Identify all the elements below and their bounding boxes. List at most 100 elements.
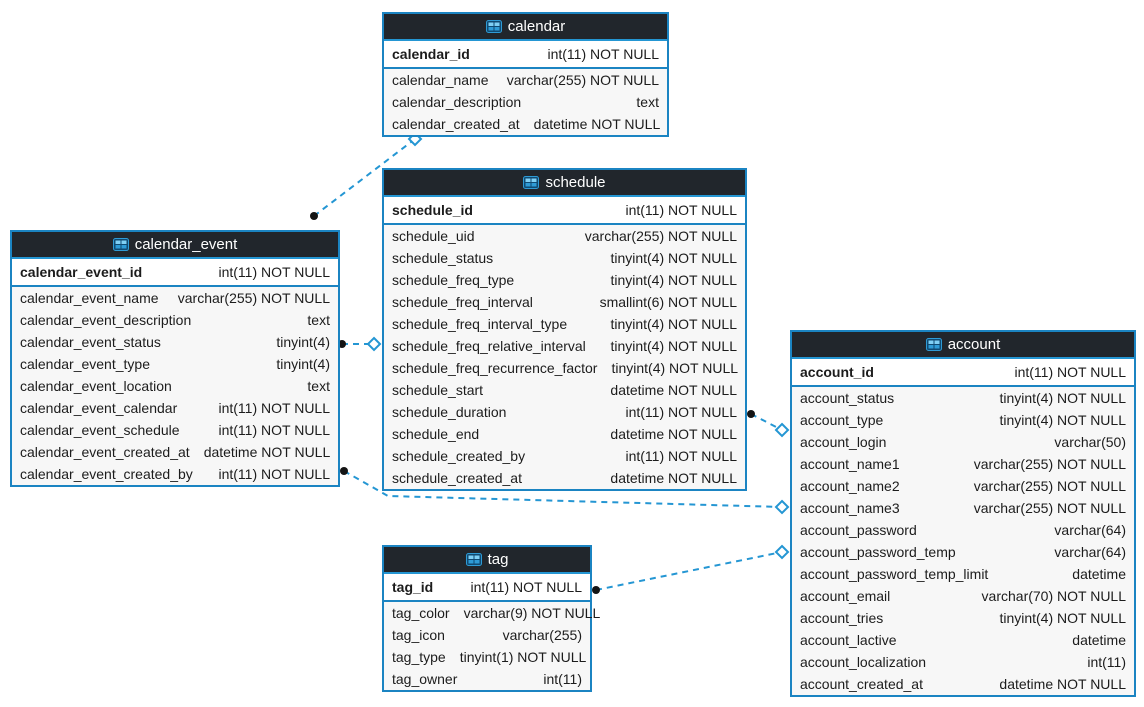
column-type: tinyint(4) NOT NULL [610,338,737,354]
column-type: datetime NOT NULL [610,470,737,486]
column-row: schedule_status tinyint(4) NOT NULL [384,247,745,269]
column-name: account_name2 [800,478,900,494]
relation-dot-endpoint [338,340,346,348]
column-name: account_login [800,434,887,450]
table-calendar_event[interactable]: calendar_event calendar_event_id int(11)… [10,230,340,487]
column-name: calendar_event_created_at [20,444,190,460]
primary-key-type: int(11) NOT NULL [625,202,737,218]
column-name: tag_owner [392,671,458,687]
column-name: calendar_event_created_by [20,466,193,482]
relation-diamond-endpoint [774,422,790,438]
primary-key-row: calendar_event_id int(11) NOT NULL [12,259,338,287]
table-title: tag [487,551,509,568]
relationship-schedule-to-account [747,410,790,438]
column-type: smallint(6) NOT NULL [599,294,737,310]
table-calendar[interactable]: calendar calendar_id int(11) NOT NULL ca… [382,12,669,137]
column-name: schedule_freq_recurrence_factor [392,360,598,376]
primary-key-name: tag_id [392,579,434,595]
relation-diamond-endpoint [774,544,790,560]
column-name: calendar_name [392,72,489,88]
column-type: varchar(255) NOT NULL [973,500,1126,516]
table-account[interactable]: account account_id int(11) NOT NULL acco… [790,330,1136,697]
relationship-calendar_event-to-account [340,467,790,515]
column-name: schedule_freq_relative_interval [392,338,586,354]
column-row: account_status tinyint(4) NOT NULL [792,387,1134,409]
column-row: schedule_created_by int(11) NOT NULL [384,445,745,467]
column-type: tinyint(4) NOT NULL [999,610,1126,626]
relation-dot-endpoint [592,586,600,594]
column-name: schedule_created_by [392,448,526,464]
column-name: schedule_uid [392,228,475,244]
relation-dot-endpoint [310,212,318,220]
column-row: tag_type tinyint(1) NOT NULL [384,646,590,668]
column-type: int(11) NOT NULL [625,448,737,464]
column-type: varchar(64) [1054,522,1126,538]
column-name: schedule_freq_type [392,272,515,288]
primary-key-type: int(11) NOT NULL [470,579,582,595]
column-type: varchar(255) NOT NULL [584,228,737,244]
column-row: schedule_uid varchar(255) NOT NULL [384,225,745,247]
column-type: tinyint(4) [276,356,330,372]
column-type: tinyint(4) [276,334,330,350]
table-icon [112,238,129,251]
column-name: tag_type [392,649,446,665]
column-type: varchar(255) NOT NULL [177,290,330,306]
table-header[interactable]: account [792,332,1134,359]
column-name: account_status [800,390,895,406]
column-type: tinyint(4) NOT NULL [610,272,737,288]
column-name: schedule_status [392,250,494,266]
column-type: tinyint(1) NOT NULL [459,649,587,665]
column-type: tinyint(4) NOT NULL [999,390,1126,406]
column-type: datetime NOT NULL [610,426,737,442]
column-type: varchar(70) NOT NULL [981,588,1126,604]
column-type: int(11) NOT NULL [218,400,330,416]
table-title: schedule [545,174,606,191]
table-header[interactable]: calendar_event [12,232,338,259]
column-type: int(11) NOT NULL [218,422,330,438]
column-type: tinyint(4) NOT NULL [611,360,739,376]
relation-dot-endpoint [747,410,755,418]
column-name: tag_icon [392,627,445,643]
column-name: schedule_duration [392,404,507,420]
table-schedule[interactable]: schedule schedule_id int(11) NOT NULL sc… [382,168,747,491]
primary-key-type: int(11) NOT NULL [1014,364,1126,380]
column-name: account_created_at [800,676,923,692]
table-header[interactable]: calendar [384,14,667,41]
column-name: account_name3 [800,500,900,516]
column-type: tinyint(4) NOT NULL [999,412,1126,428]
column-name: schedule_created_at [392,470,522,486]
column-row: tag_icon varchar(255) [384,624,590,646]
column-name: calendar_created_at [392,116,520,132]
column-name: account_password_temp [800,544,956,560]
column-type: varchar(255) [502,627,582,643]
column-name: account_lactive [800,632,897,648]
column-row: schedule_created_at datetime NOT NULL [384,467,745,489]
table-header[interactable]: tag [384,547,590,574]
relation-diamond-endpoint [774,499,790,515]
column-name: account_tries [800,610,884,626]
column-type: varchar(9) NOT NULL [463,605,601,621]
primary-key-name: account_id [800,364,874,380]
column-type: int(11) [543,671,582,687]
table-header[interactable]: schedule [384,170,745,197]
column-type: tinyint(4) NOT NULL [610,250,737,266]
column-type: varchar(255) NOT NULL [973,456,1126,472]
